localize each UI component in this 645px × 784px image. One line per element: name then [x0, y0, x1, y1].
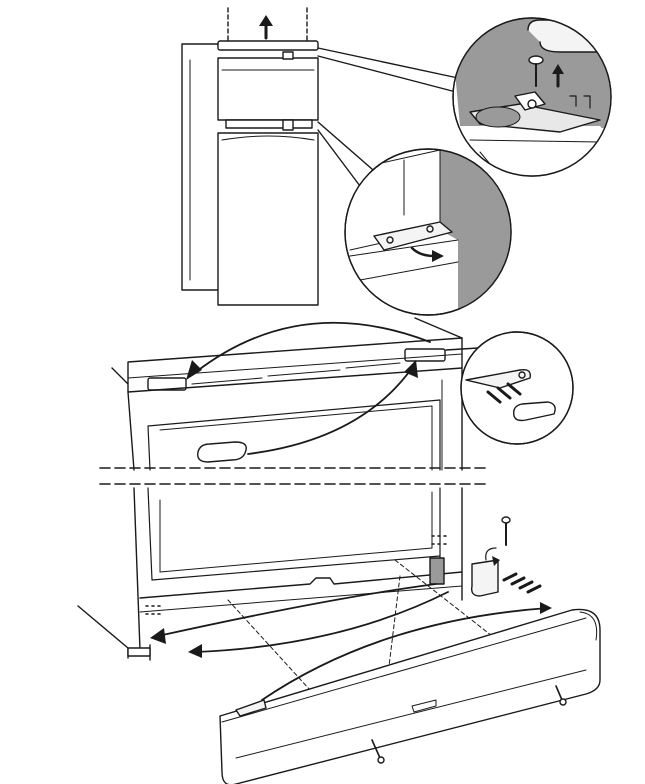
hinge-icon — [470, 559, 499, 597]
detail-hinge-screws — [460, 331, 574, 445]
hinge-hole-right — [404, 348, 446, 362]
curved-arrow-icon — [410, 246, 444, 262]
detail-top-hinge — [452, 17, 612, 177]
screw-icon — [371, 739, 385, 764]
lower-bracket — [429, 557, 445, 585]
screw-icon — [486, 382, 522, 404]
step1-fridge — [181, 7, 459, 306]
middle-hinge — [225, 119, 313, 129]
step3-kickplate — [150, 583, 601, 784]
step2-door — [111, 317, 479, 471]
step2-door-lower — [77, 487, 557, 741]
cabinet-foot — [127, 647, 151, 657]
fridge-door — [217, 132, 319, 306]
curved-arrow-icon — [261, 602, 552, 701]
callout-leader — [317, 121, 381, 177]
kick-plate-clip — [235, 699, 267, 717]
handle-cap — [512, 401, 556, 422]
hinge-pin — [282, 51, 294, 60]
up-arrow-icon — [259, 15, 273, 40]
freezer-door — [217, 57, 319, 121]
curved-arrow-icon — [247, 360, 418, 455]
up-arrow-icon — [552, 64, 564, 88]
kick-plate — [219, 608, 601, 784]
door-handle — [197, 441, 247, 463]
curved-arrow-icon — [150, 583, 437, 644]
detail-middle-hinge — [344, 148, 512, 316]
screw-icon — [501, 516, 511, 546]
curved-arrow-icon — [188, 591, 449, 658]
screw-icon — [502, 572, 542, 594]
callout-leader — [317, 55, 457, 93]
screw-icon — [555, 685, 567, 706]
door-bottom-edge — [139, 571, 463, 599]
top-hinge-cover — [217, 40, 319, 51]
hinge-icon — [465, 368, 531, 389]
vent-holes — [145, 535, 447, 615]
screw-icon — [528, 55, 544, 87]
cabinet-side — [181, 43, 219, 291]
hinge-hole-left — [147, 377, 187, 391]
curved-arrow-icon — [186, 321, 431, 380]
callout-leader — [317, 47, 459, 79]
